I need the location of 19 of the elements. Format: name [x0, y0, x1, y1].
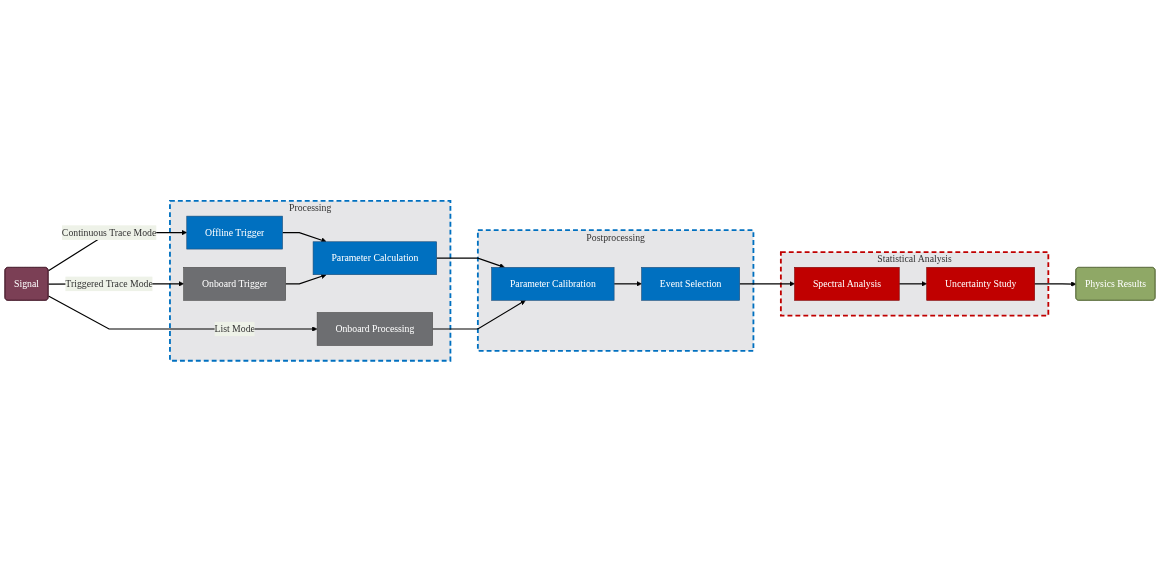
arrow [613, 280, 642, 287]
node-box: Onboard Processing [316, 311, 433, 346]
arrow [281, 231, 327, 243]
edge-label: Continuous Trace Mode [61, 226, 157, 238]
node-box: Onboard Trigger [183, 266, 286, 301]
node-box: Offline Trigger [186, 215, 283, 250]
edge-label: Triggered Trace Mode [65, 278, 153, 289]
arrow [898, 280, 927, 287]
arrow [436, 257, 505, 269]
arrow [285, 273, 327, 285]
node-box: Parameter Calculation [312, 241, 437, 275]
node-box: Event Selection [641, 266, 740, 301]
edge-label: List Mode [214, 323, 255, 334]
arrow [739, 280, 795, 287]
arrow [1034, 281, 1077, 287]
node-box: Uncertainty Study [926, 266, 1035, 301]
node-box: Parameter Calibration [491, 266, 615, 301]
node-box: Spectral Analysis [794, 266, 900, 301]
arrow [432, 299, 526, 330]
